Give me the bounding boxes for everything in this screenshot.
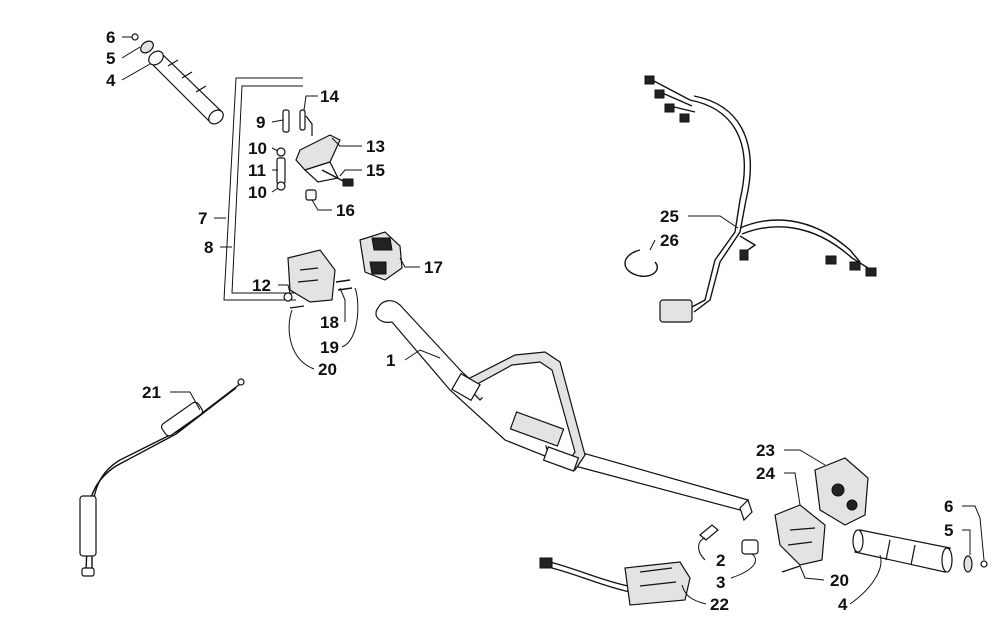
callout-9: 9 [256, 113, 265, 132]
callout-18: 18 [320, 313, 339, 332]
callout-8: 8 [204, 238, 213, 257]
callout-10-lower: 10 [248, 183, 267, 202]
callout-12: 12 [252, 276, 271, 295]
throttle-cable [79, 378, 245, 577]
right-switch-housing [774, 457, 869, 573]
callout-3: 3 [716, 573, 725, 592]
callout-20-right: 20 [830, 571, 849, 590]
callout-2: 2 [716, 551, 725, 570]
callout-5-lower: 5 [944, 521, 953, 540]
left-switch-housing [283, 231, 403, 309]
left-grip-assembly [131, 33, 224, 125]
callout-19: 19 [320, 338, 339, 357]
end-plug-parts [699, 524, 759, 555]
callout-15: 15 [366, 161, 385, 180]
callout-20-left: 20 [318, 360, 337, 379]
callout-17: 17 [424, 258, 443, 277]
callout-13: 13 [366, 137, 385, 156]
callout-14: 14 [320, 87, 339, 106]
wire-routing-bracket [223, 77, 303, 301]
callout-4-lower: 4 [838, 595, 848, 614]
leader-lines [121, 36, 985, 605]
handlebar [375, 300, 753, 522]
callout-1: 1 [386, 351, 395, 370]
callout-22: 22 [710, 595, 729, 614]
wiring-harness [624, 75, 877, 323]
callout-24: 24 [756, 464, 775, 483]
callout-25: 25 [660, 207, 679, 226]
grip-heater-element [539, 557, 691, 606]
callout-6-upper: 6 [106, 28, 115, 47]
callout-10-upper: 10 [248, 139, 267, 158]
callout-21: 21 [142, 383, 161, 402]
callout-11: 11 [248, 161, 266, 180]
callout-4-upper: 4 [106, 71, 116, 90]
callout-16: 16 [336, 201, 355, 220]
callout-26: 26 [660, 231, 679, 250]
callout-23: 23 [756, 441, 775, 460]
callout-7: 7 [198, 209, 207, 228]
callout-labels: 6 5 4 14 9 13 10 11 15 10 16 7 8 17 12 1… [106, 28, 953, 614]
callout-6-lower: 6 [944, 497, 953, 516]
throttle-parts [276, 109, 354, 201]
callout-5-upper: 5 [106, 49, 115, 68]
right-grip-assembly [852, 529, 988, 573]
